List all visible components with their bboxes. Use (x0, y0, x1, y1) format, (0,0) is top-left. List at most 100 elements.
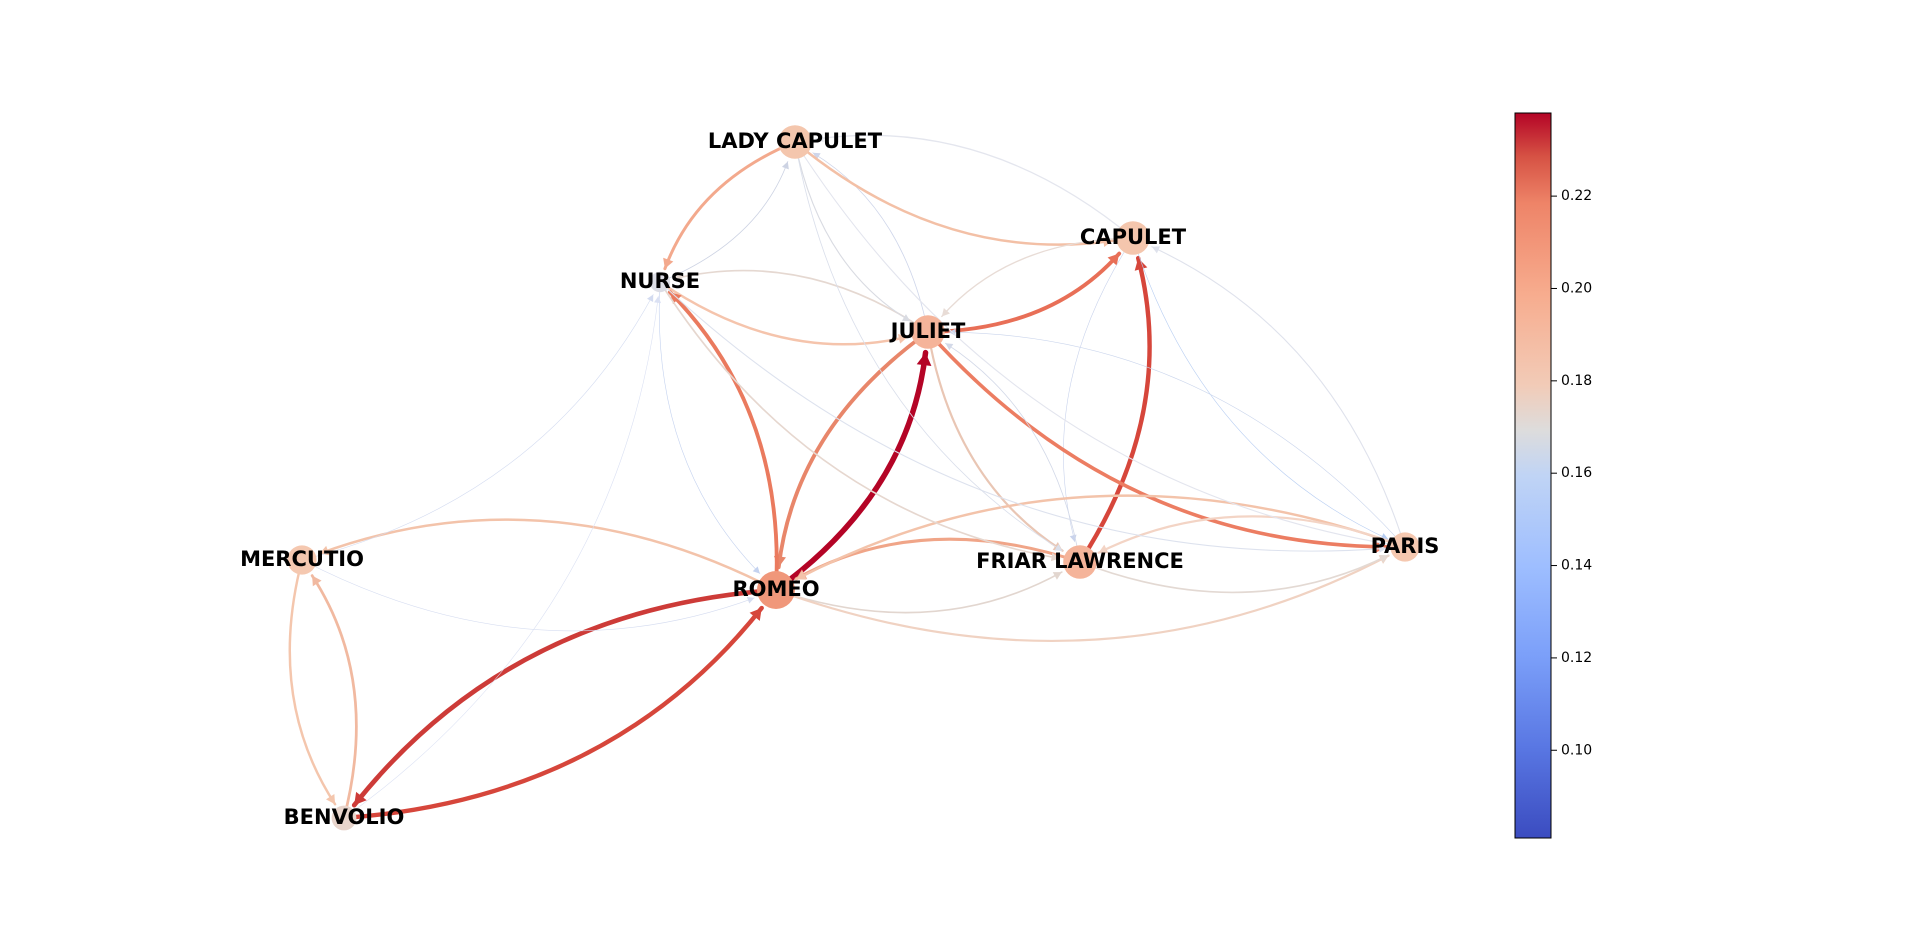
edge-arrowhead-friar_lawrence-to-juliet (945, 343, 954, 351)
edge-paris-to-romeo (795, 494, 1407, 581)
edge-arrowhead-juliet-to-nurse (673, 272, 683, 282)
edge-juliet-to-paris (926, 330, 1389, 549)
edge-arrowhead-paris-to-friar_lawrence (1098, 544, 1109, 554)
edge-arrowhead-romeo-to-friar_lawrence (1052, 572, 1062, 580)
edge-arrowhead-romeo-to-juliet (916, 352, 932, 367)
colorbar-tick-label: 0.14 (1561, 558, 1592, 574)
edge-romeo-to-nurse (668, 290, 779, 592)
edge-arrowhead-benvolio-to-romeo (749, 608, 762, 621)
edge-arrowhead-benvolio-to-mercutio (312, 575, 322, 587)
edge-arrowhead-mercutio-to-romeo (746, 596, 755, 604)
node-benvolio (331, 805, 357, 831)
colorbar: 0.10 0.12 0.14 0.16 0.18 0.20 0.22 (1514, 112, 1592, 839)
node-label-friar_lawrence: FRIAR LAWRENCE (976, 549, 1184, 573)
edge-paris-to-capulet (1151, 246, 1406, 548)
edge-nurse-to-paris (659, 281, 1387, 552)
nodes (287, 125, 1420, 831)
node-juliet (911, 315, 945, 349)
edge-arrowhead-mercutio-to-nurse (646, 294, 654, 303)
edge-lady_capulet-to-juliet (794, 141, 911, 322)
edge-arrowhead-romeo-to-mercutio (319, 545, 330, 556)
node-label-lady_capulet: LADY CAPULET (708, 129, 883, 153)
edge-capulet-to-juliet (941, 237, 1134, 318)
edge-arrowhead-lady_capulet-to-friar_lawrence (1054, 544, 1063, 551)
edge-mercutio-to-nurse (301, 294, 654, 561)
edge-paris-to-friar_lawrence (1097, 515, 1407, 554)
edge-arrowhead-nurse-to-paris (1378, 545, 1387, 553)
edge-arrowhead-friar_lawrence-to-capulet (1134, 258, 1148, 271)
edge-lady_capulet-to-friar_lawrence (794, 141, 1063, 552)
node-label-nurse: NURSE (620, 269, 700, 293)
colorbar-tick-label: 0.12 (1561, 650, 1592, 666)
edge-benvolio-to-mercutio (310, 574, 358, 820)
edge-juliet-to-capulet (926, 251, 1122, 334)
edge-romeo-to-paris (774, 554, 1390, 643)
colorbar-tick-label: 0.18 (1561, 373, 1592, 389)
edge-arrowhead-romeo-to-benvolio (354, 791, 367, 806)
edge-romeo-to-mercutio (318, 518, 778, 592)
edge-arrowhead-capulet-to-juliet (941, 308, 950, 317)
edge-arrowhead-nurse-to-friar_lawrence (1050, 552, 1060, 562)
edge-arrowhead-capulet-to-lady_capulet (815, 134, 824, 143)
edge-romeo-to-friar_lawrence (775, 571, 1063, 614)
node-capulet (1116, 221, 1150, 255)
colorbar-tick-label: 0.10 (1561, 742, 1592, 758)
edge-arrowhead-nurse-to-romeo (752, 566, 760, 574)
edge-capulet-to-friar_lawrence (1063, 237, 1134, 543)
colorbar-tick-label: 0.22 (1561, 188, 1592, 204)
edge-friar_lawrence-to-paris (1079, 554, 1390, 594)
node-romeo (757, 571, 795, 609)
node-label-juliet: JULIET (889, 319, 966, 343)
edge-capulet-to-lady_capulet (814, 134, 1134, 239)
edge-friar_lawrence-to-capulet (1077, 255, 1152, 565)
edge-juliet-to-lady_capulet (812, 152, 929, 333)
node-paris (1390, 532, 1420, 562)
edge-paris-to-juliet (948, 331, 1406, 548)
node-label-mercutio: MERCUTIO (240, 547, 364, 571)
edge-arrowhead-friar_lawrence-to-paris (1379, 554, 1389, 563)
edge-lady_capulet-to-paris (794, 141, 1388, 545)
edges (288, 134, 1407, 821)
edge-romeo-to-juliet (773, 349, 929, 593)
edge-arrowhead-benvolio-to-nurse (654, 296, 661, 304)
edge-arrowhead-mercutio-to-benvolio (326, 794, 336, 805)
edge-arrowhead-lady_capulet-to-juliet (901, 314, 911, 322)
node-labels: LADY CAPULET CAPULET NURSE JULIET MERCUTIO RO… (240, 129, 1439, 829)
node-label-benvolio: BENVOLIO (284, 805, 405, 829)
edge-nurse-to-juliet (658, 280, 909, 346)
edge-mercutio-to-romeo (301, 559, 755, 632)
edge-arrowhead-juliet-to-lady_capulet (812, 152, 821, 160)
node-friar_lawrence (1063, 545, 1097, 579)
colorbar-ticks: 0.10 0.12 0.14 0.16 0.18 0.20 0.22 (1551, 188, 1592, 758)
edge-arrowhead-nurse-to-lady_capulet (781, 161, 789, 170)
edge-juliet-to-romeo (776, 330, 930, 570)
edge-arrowhead-lady_capulet-to-nurse (663, 257, 674, 269)
node-label-paris: PARIS (1371, 534, 1440, 558)
edge-nurse-to-lady_capulet (659, 161, 789, 283)
edge-capulet-to-paris (1132, 237, 1389, 540)
edge-arrowhead-juliet-to-capulet (1107, 253, 1120, 266)
edge-romeo-to-benvolio (351, 587, 779, 808)
node-nurse (649, 271, 671, 293)
colorbar-tick-label: 0.20 (1561, 280, 1592, 296)
edge-arrowhead-paris-to-romeo (796, 570, 807, 580)
edge-arrowhead-nurse-to-juliet (897, 333, 908, 344)
edge-friar_lawrence-to-juliet (945, 342, 1081, 563)
edge-arrowhead-paris-to-capulet (1151, 246, 1161, 254)
node-label-capulet: CAPULET (1080, 225, 1187, 249)
edge-arrowhead-lady_capulet-to-paris (1378, 538, 1387, 547)
edge-juliet-to-friar_lawrence (926, 330, 1064, 552)
node-lady_capulet (778, 125, 812, 159)
colorbar-scale (1514, 112, 1552, 839)
edge-mercutio-to-benvolio (288, 558, 337, 806)
edge-nurse-to-friar_lawrence (659, 281, 1061, 560)
edge-lady_capulet-to-capulet (793, 140, 1114, 246)
edge-benvolio-to-romeo (341, 605, 764, 821)
node-label-romeo: ROMEO (732, 577, 819, 601)
edge-nurse-to-romeo (658, 281, 761, 574)
node-mercutio (287, 545, 317, 575)
edge-benvolio-to-nurse (343, 295, 659, 819)
colorbar-tick-label: 0.16 (1561, 465, 1592, 481)
edge-lady_capulet-to-nurse (663, 140, 797, 271)
